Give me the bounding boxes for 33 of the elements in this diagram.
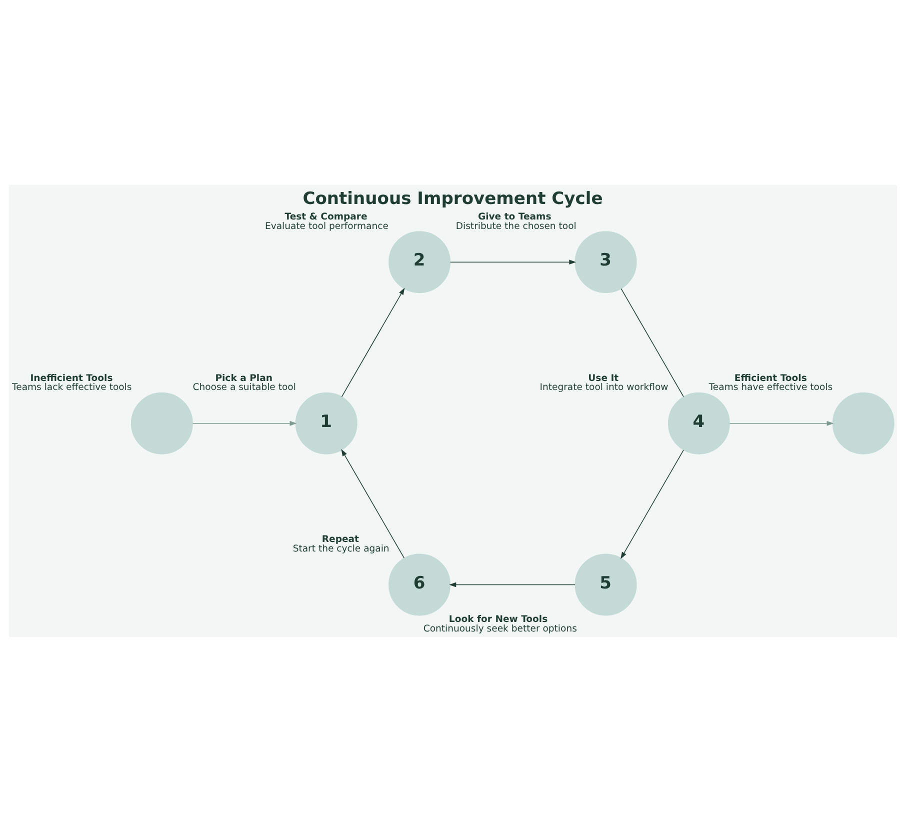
node-label: Evaluate tool performance (264, 220, 388, 232)
node-circle (832, 392, 894, 454)
node-label: Give to Teams (478, 212, 552, 223)
node-label: Teams have effective tools (708, 382, 833, 394)
node-label: Integrate tool into workflow (540, 382, 668, 394)
node-label: Distribute the chosen tool (456, 220, 576, 232)
node-label: Use It (588, 372, 619, 384)
node-circle: 2 (388, 231, 450, 294)
node-label: Pick a Plan (215, 372, 272, 384)
arrow (192, 420, 297, 426)
node-circle: 4 (668, 392, 730, 454)
arrow (341, 288, 405, 398)
node-label: Test & Compare (284, 212, 368, 223)
diagram-title: Continuous Improvement Cycle (302, 189, 603, 210)
arrow (729, 420, 834, 426)
node-label: Inefficient Tools (30, 372, 113, 384)
node-label: Repeat (322, 534, 360, 546)
arrow (620, 450, 684, 560)
node-circle: 1 (295, 392, 358, 454)
node-circle: 5 (574, 554, 637, 616)
node-label: Look for New Tools (448, 614, 548, 625)
node-label: Start the cycle again (292, 543, 390, 554)
arrow (341, 449, 405, 558)
node-label: Efficient Tools (734, 372, 807, 384)
node-circle: 6 (388, 554, 450, 616)
arrow (449, 582, 576, 588)
node-label: Choose a suitable tool (192, 382, 296, 394)
node-label: Teams lack effective tools (12, 382, 132, 394)
node-label: Continuously seek better options (423, 623, 577, 634)
arrow (450, 260, 576, 265)
node-circle (130, 392, 193, 454)
node-circle: 3 (574, 231, 637, 294)
connector (620, 288, 684, 398)
